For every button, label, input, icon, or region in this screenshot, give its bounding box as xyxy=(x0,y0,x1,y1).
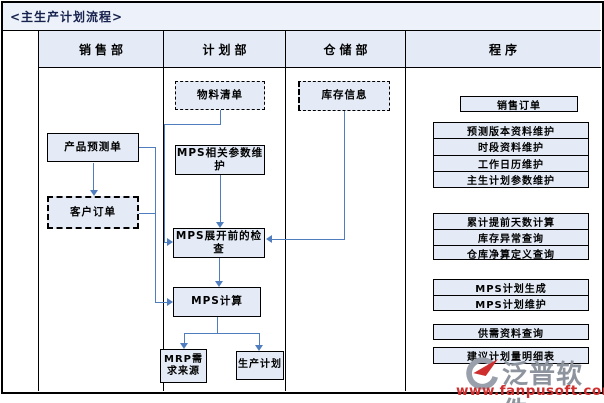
program-box-forecast-version-maint: 预测版本资料维护 xyxy=(467,127,555,139)
connector-bom-to-precheck xyxy=(164,242,167,243)
connector-to-prod-plan xyxy=(259,333,260,345)
grid-line-header-bottom xyxy=(38,67,601,68)
arrowhead-mrp-source xyxy=(180,343,188,349)
connector-bom-across xyxy=(164,124,221,125)
box-inventory-info: 库存信息 xyxy=(298,81,390,111)
box-production-plan: 生产计划 xyxy=(236,351,284,380)
watermark: 泛普软件 www.fanpusoft.com xyxy=(430,350,604,403)
program-box-work-calendar-maint: 工作日历维护 xyxy=(434,154,588,171)
watermark-url: www.fanpusoft.com xyxy=(456,383,604,399)
box-bom: 物料清单 xyxy=(175,81,265,110)
program-group-mps: MPS计划生成 MPS计划维护 xyxy=(433,279,589,311)
connector-order-out xyxy=(139,213,156,214)
program-box-suggested-plan-detail: 建议计划量明细表 xyxy=(433,347,589,364)
connector-bom-trunk xyxy=(164,124,165,243)
connector-precheck-to-calc xyxy=(219,258,220,281)
connector-calc-down xyxy=(217,317,218,334)
grid-line-col0 xyxy=(38,30,39,391)
column-header-planning: 计划部 xyxy=(164,31,285,67)
arrowhead-precheck-top xyxy=(216,222,224,228)
program-box-mps-maint: MPS计划维护 xyxy=(434,295,588,311)
arrowhead-prod-plan xyxy=(255,345,263,351)
box-mps-params: MPS相关参数维护 xyxy=(175,145,265,175)
connector-bom-down xyxy=(220,110,221,125)
title-bar: <主生产计划流程> xyxy=(3,3,600,30)
connector-calc-split xyxy=(184,333,260,334)
page-title: <主生产计划流程> xyxy=(10,10,124,24)
program-box-supply-demand-query: 供需资料查询 xyxy=(433,324,589,340)
connector-inventory-across xyxy=(272,239,345,240)
connector-sales-to-mpscalc xyxy=(155,302,167,303)
program-box-sales-order: 销售订单 xyxy=(460,96,578,112)
grid-line-col2 xyxy=(285,30,286,391)
column-header-warehouse: 仓储部 xyxy=(286,31,405,67)
box-product-forecast: 产品预测单 xyxy=(47,133,139,162)
program-group-basics: 预测版本资料维护 时段资料维护 工作日历维护 主生计划参数维护 xyxy=(433,122,589,188)
arrowhead-mpscalc-left xyxy=(167,298,173,306)
grid-line-col3 xyxy=(405,30,406,391)
connector-forecast-to-order xyxy=(93,163,94,190)
grid-line-title-bottom xyxy=(2,30,601,31)
fanpu-logo-icon xyxy=(466,357,499,390)
program-box-leadtime-calc: 累计提前天数计算 xyxy=(467,218,555,229)
box-customer-order: 客户订单 xyxy=(47,196,139,229)
arrowhead-precheck-left xyxy=(167,238,173,246)
program-box-time-bucket-maint: 时段资料维护 xyxy=(434,138,588,154)
arrowhead-precheck-right xyxy=(266,235,272,243)
program-box-mps-generate: MPS计划生成 xyxy=(475,284,547,295)
connector-params-to-precheck xyxy=(220,175,221,222)
column-header-sales: 销售部 xyxy=(39,31,163,67)
program-box-netting-definition: 仓库净算定义查询 xyxy=(434,245,588,261)
grid-line-col1 xyxy=(163,30,164,391)
box-mps-precheck: MPS展开前的检查 xyxy=(173,228,265,258)
program-box-inventory-abnormal: 库存异常查询 xyxy=(434,229,588,245)
box-mps-calc: MPS计算 xyxy=(173,287,261,317)
program-group-checks: 累计提前天数计算 库存异常查询 仓库净算定义查询 xyxy=(433,213,589,261)
arrowhead-order xyxy=(90,190,98,196)
table-frame xyxy=(1,1,604,394)
connector-inventory-down xyxy=(344,111,345,240)
box-mrp-source: MRP需求来源 xyxy=(160,349,207,383)
connector-forecast-out xyxy=(139,147,156,148)
watermark-brand: 泛普软件 xyxy=(502,360,584,403)
column-header-program: 程序 xyxy=(406,31,600,67)
arrowhead-mpscalc-top xyxy=(215,281,223,287)
connector-sales-trunk xyxy=(155,147,156,303)
program-box-mps-param-maint: 主生计划参数维护 xyxy=(434,170,588,187)
connector-to-mrp-source xyxy=(184,333,185,343)
